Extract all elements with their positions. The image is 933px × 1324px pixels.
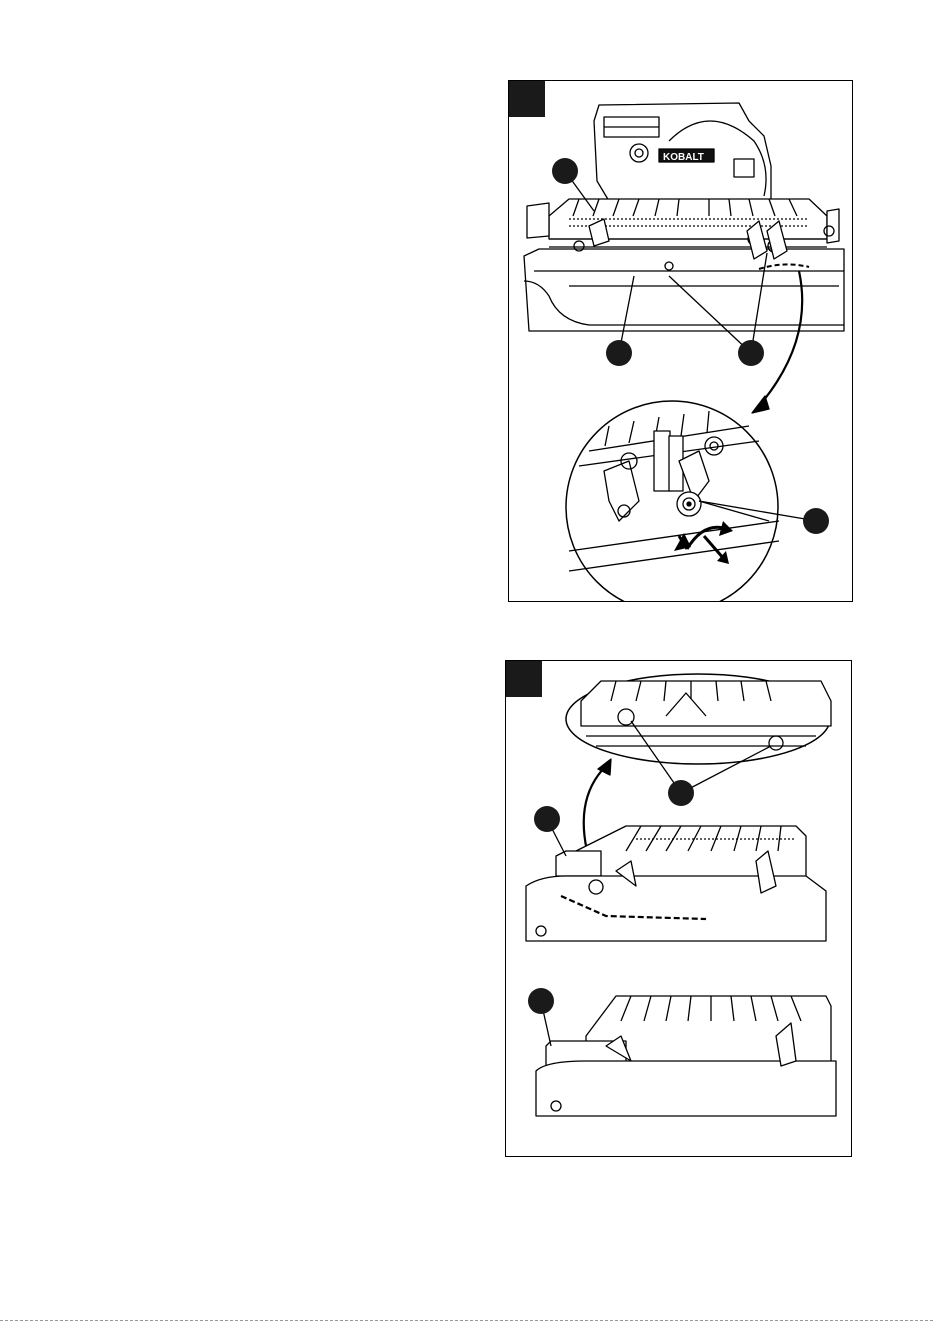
- figure-2-panel: [505, 660, 852, 1157]
- callout-7: [528, 988, 554, 1014]
- tile-saw-illustration-2: [506, 661, 851, 1156]
- callout-3: [738, 340, 764, 366]
- brand-label: KOBALT: [663, 152, 704, 163]
- callout-2: [606, 340, 632, 366]
- callout-5: [668, 780, 694, 806]
- callout-4: [803, 508, 829, 534]
- tile-saw-illustration-1: KOBALT: [509, 81, 852, 601]
- callout-6: [534, 806, 560, 832]
- callout-1: [552, 158, 578, 184]
- page-bottom-rule: [0, 1320, 933, 1321]
- figure-1-panel: KOBALT: [508, 80, 853, 602]
